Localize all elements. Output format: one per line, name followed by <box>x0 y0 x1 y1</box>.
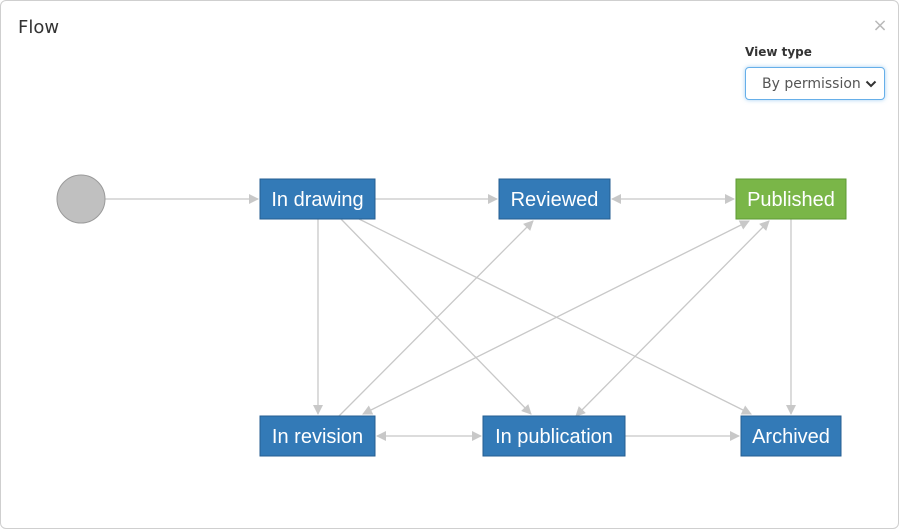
start-node <box>56 174 106 224</box>
state-node-in-revision[interactable]: In revision <box>259 415 376 457</box>
state-node-box <box>498 178 611 220</box>
state-node-box <box>259 415 376 457</box>
state-node-box <box>735 178 847 220</box>
state-node-box <box>482 415 626 457</box>
state-node-archived[interactable]: Archived <box>740 415 842 457</box>
state-node-label: In publication <box>495 426 613 448</box>
state-node-label: Published <box>747 189 835 211</box>
state-node-published[interactable]: Published <box>735 178 847 220</box>
state-node-label: Archived <box>752 426 830 448</box>
edge-in-publication-to-published <box>575 220 770 417</box>
edge-in-drawing-to-archived <box>358 218 752 415</box>
view-type-select[interactable]: By permission <box>745 67 885 100</box>
view-type-selected-value: By permission <box>762 76 861 92</box>
chevron-down-icon <box>865 80 877 88</box>
state-node-in-drawing[interactable]: In drawing <box>259 178 376 220</box>
state-node-reviewed[interactable]: Reviewed <box>498 178 611 220</box>
view-type-label: View type <box>745 45 812 59</box>
close-icon[interactable]: × <box>872 15 888 36</box>
state-node-label: In revision <box>272 426 363 448</box>
state-node-label: Reviewed <box>511 189 599 211</box>
nodes-layer: In drawing Reviewed Published In revision In… <box>56 174 847 457</box>
dialog-title: Flow <box>18 17 60 38</box>
edges-layer <box>105 194 796 441</box>
state-node-box <box>259 178 376 220</box>
state-node-label: In drawing <box>271 189 363 211</box>
state-node-box <box>740 415 842 457</box>
state-node-in-publication[interactable]: In publication <box>482 415 626 457</box>
